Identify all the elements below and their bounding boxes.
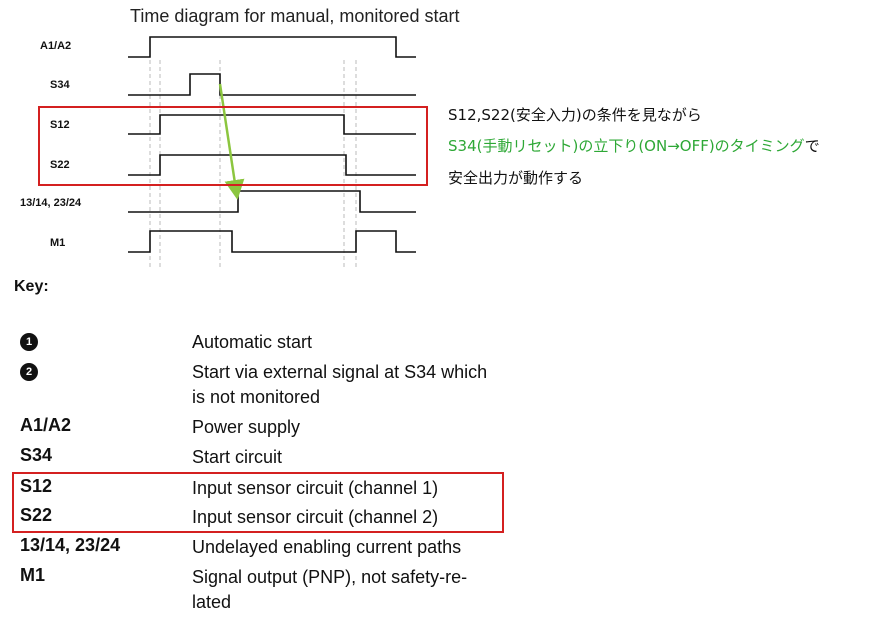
- signal-label-s34: S34: [50, 79, 70, 91]
- signal-label-m1: M1: [50, 237, 66, 249]
- note-line-2-suffix: で: [804, 137, 820, 155]
- note-line-1: S12,S22(安全入力)の条件を見ながら: [448, 106, 702, 124]
- key-symbol-13-14-23-24: 13/14, 23/24: [20, 535, 121, 555]
- diagram-highlight-box: [38, 106, 428, 186]
- key-desc-power-supply: Power supply: [192, 417, 301, 437]
- key-symbol-m1: M1: [20, 565, 46, 585]
- timing-diagram: [128, 36, 416, 268]
- signal-label-13-14-23-24: 13/14, 23/24: [20, 197, 82, 209]
- key-desc-start-circuit: Start circuit: [192, 447, 283, 467]
- key-symbol-s34: S34: [20, 445, 53, 465]
- note-line-2-green: S34(手動リセット)の立下り(ON→OFF)のタイミング: [448, 137, 805, 155]
- key-symbol-s12: S12: [20, 476, 53, 496]
- key-title: Key:: [14, 278, 49, 295]
- key-desc-signal-output: Signal output (PNP), not safety-re- late…: [192, 567, 468, 612]
- waveform-a1a2: [128, 36, 416, 58]
- key-desc-automatic-start: Automatic start: [192, 332, 313, 352]
- signal-label-s22: S22: [50, 159, 70, 171]
- key-desc-channel-1: Input sensor circuit (channel 1): [192, 478, 439, 498]
- key-desc-enabling-paths: Undelayed enabling current paths: [192, 537, 462, 557]
- note-line-3: 安全出力が動作する: [448, 169, 584, 187]
- waveform-s34: [128, 73, 416, 96]
- key-highlight-box: [12, 472, 504, 533]
- note-line-2: S34(手動リセット)の立下り(ON→OFF)のタイミングで: [448, 135, 820, 156]
- waveform-s22: [128, 154, 416, 176]
- key-badge-2: 2: [20, 363, 38, 381]
- signal-label-s12: S12: [50, 119, 70, 131]
- key-badge-1: 1: [20, 333, 38, 351]
- key-symbol-a1a2: A1/A2: [20, 415, 72, 435]
- signal-label-a1a2: A1/A2: [40, 40, 72, 52]
- waveform-s12: [128, 114, 416, 135]
- trigger-arrow: [218, 83, 245, 200]
- waveform-13-14-23-24: [128, 190, 416, 213]
- key-desc-external-start: Start via external signal at S34 which i…: [192, 362, 488, 407]
- waveform-m1: [128, 230, 416, 253]
- key-desc-channel-2: Input sensor circuit (channel 2): [192, 507, 439, 527]
- diagram-title: Time diagram for manual, monitored start: [130, 6, 460, 26]
- key-symbol-s22: S22: [20, 505, 53, 525]
